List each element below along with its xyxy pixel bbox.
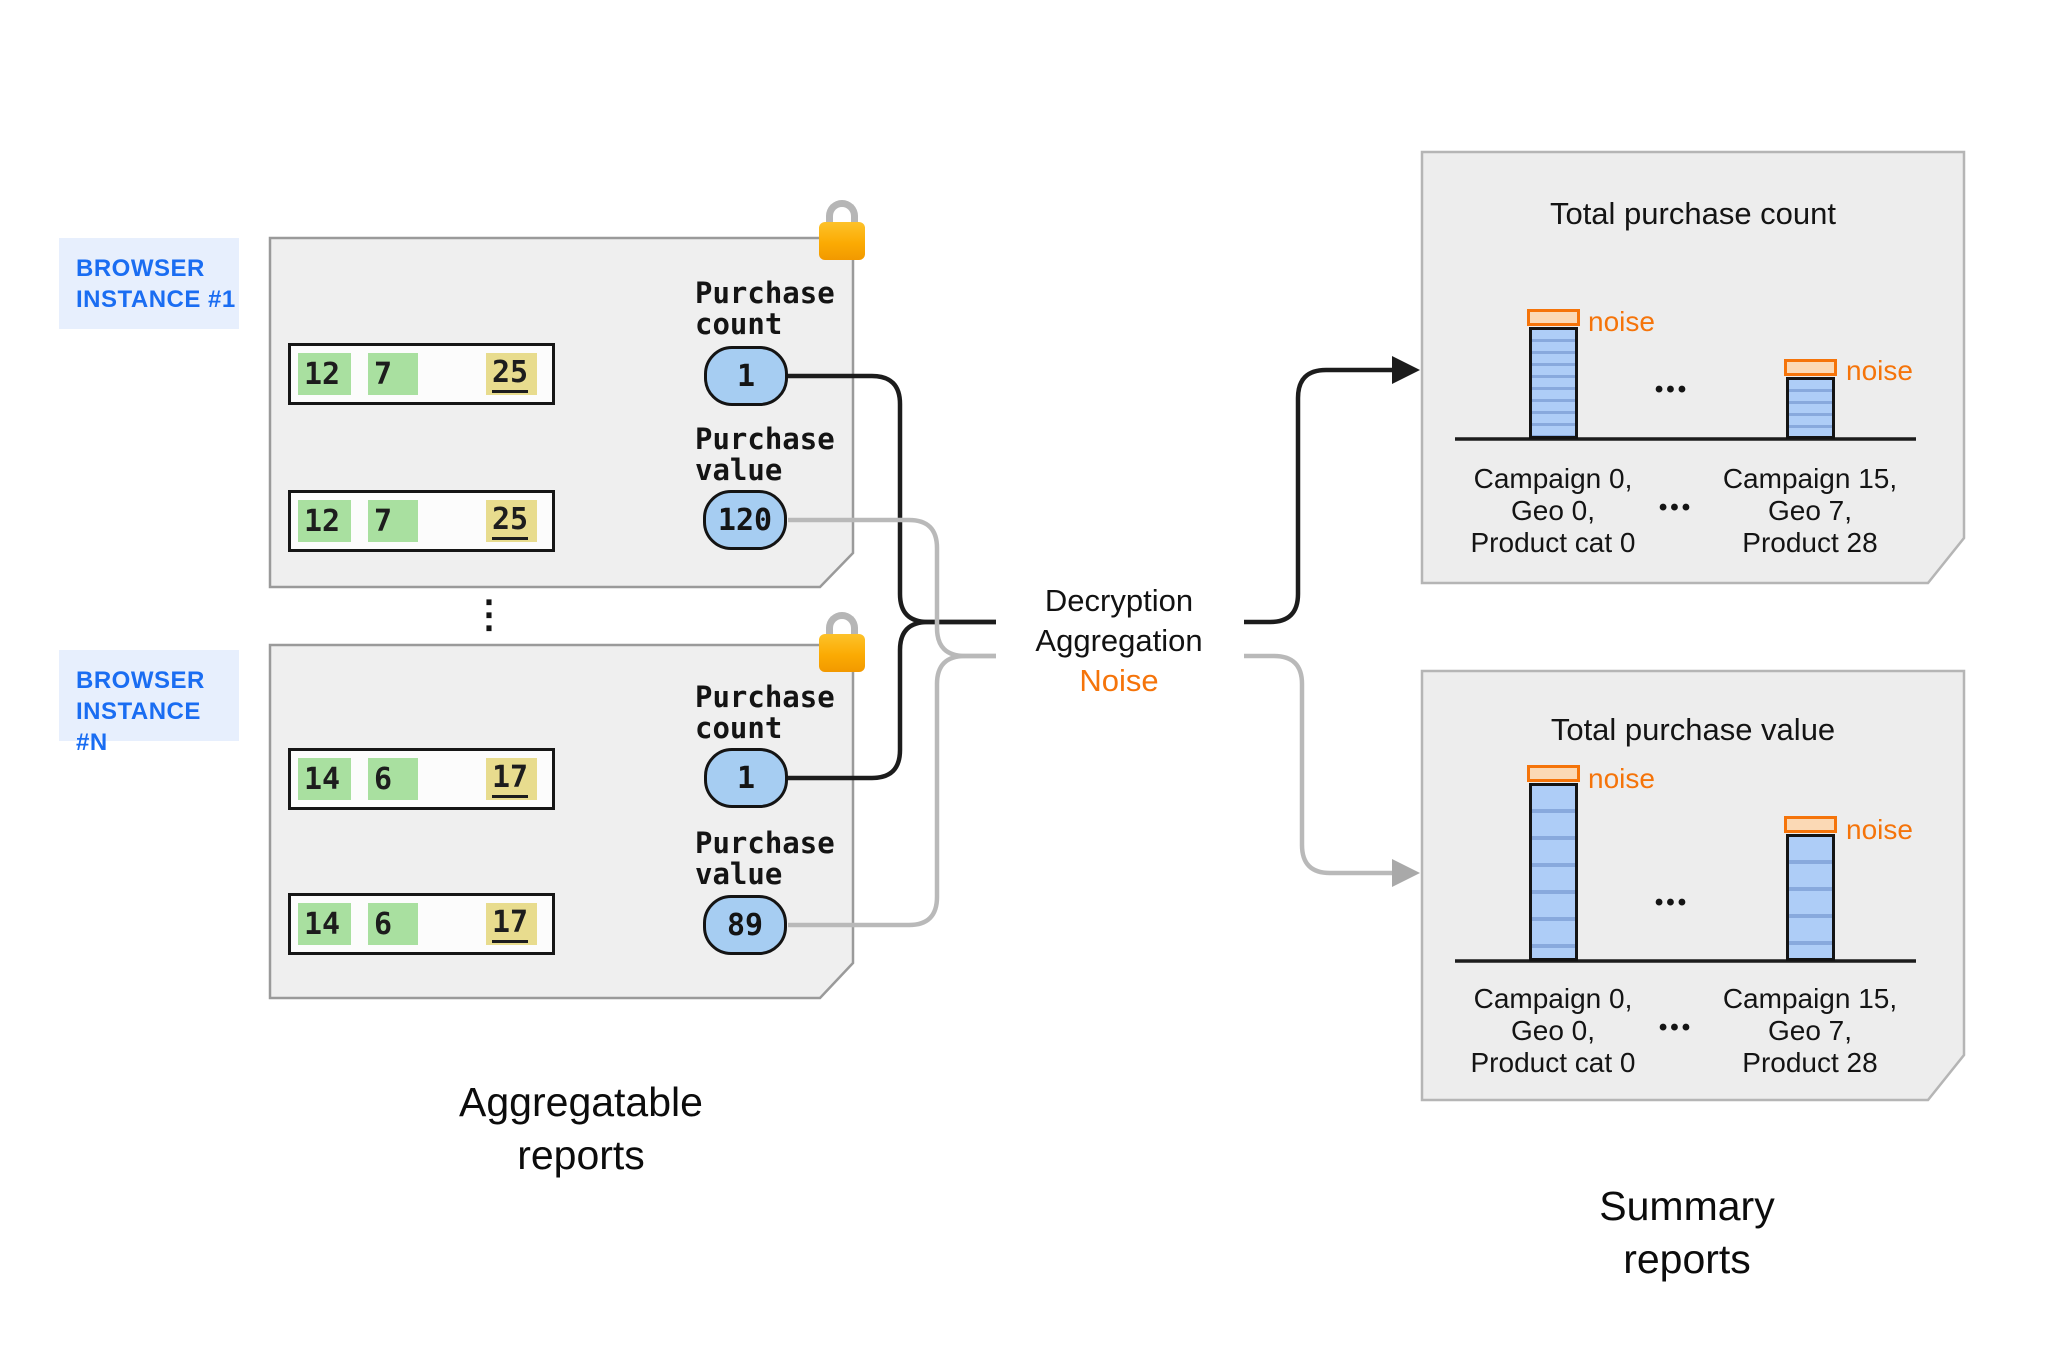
bucket-cell: 14 — [298, 903, 351, 945]
chart-title-count: Total purchase count — [1549, 196, 1837, 231]
bar — [1786, 834, 1835, 961]
browser-label-line: INSTANCE #1 — [76, 286, 236, 313]
purchase-count-label: Purchase count — [695, 680, 835, 745]
chart-title-value: Total purchase value — [1550, 712, 1836, 747]
bar-label-group: Campaign 15, Geo 7, Product 28 — [1722, 463, 1898, 558]
purchase-value-pill: 120 — [703, 490, 787, 550]
lock-shackle — [826, 200, 858, 233]
labels-ellipsis: ••• — [1658, 1014, 1694, 1041]
summary-box-count — [1420, 150, 1966, 585]
value-chart-plot — [1422, 671, 1964, 961]
noise-cap — [1784, 359, 1837, 376]
purchase-value-label: Purchase value — [695, 826, 835, 891]
connector-count-instance-1 — [788, 373, 996, 625]
aggregatable-reports-caption: Aggregatable reports — [459, 1079, 703, 1178]
noise-annotation: noise — [1588, 306, 1655, 337]
bucket-cell-sum: 25 — [486, 500, 537, 542]
bucket-cell-sum: 25 — [486, 353, 537, 395]
pipeline-step-aggregation: Aggregation — [1035, 623, 1203, 658]
purchase-count-label: Purchase count — [695, 276, 835, 341]
purchase-count-pill: 1 — [704, 346, 788, 406]
bar-label-group: Campaign 0, Geo 0, Product cat 0 — [1470, 463, 1636, 558]
bar — [1786, 377, 1835, 439]
connector-count-to-summary — [1244, 367, 1392, 625]
bucket-cell: 14 — [298, 758, 351, 800]
browser-label-line: BROWSER — [76, 255, 205, 282]
summary-reports-caption: Summary reports — [1599, 1183, 1775, 1282]
purchase-count-pill: 1 — [704, 748, 788, 808]
bucket-cell: 6 — [368, 903, 418, 945]
lock-body — [819, 222, 865, 260]
pipeline-step-decryption: Decryption — [1044, 583, 1194, 618]
contribution-row: 12 7 25 — [288, 490, 555, 552]
arrowhead-black — [1392, 356, 1420, 384]
bucket-cell: 7 — [368, 500, 418, 542]
connector-value-instance-n — [788, 653, 996, 928]
noise-cap — [1527, 765, 1580, 782]
pipeline-step-noise: Noise — [1079, 663, 1159, 698]
bucket-cell-sum: 17 — [486, 903, 537, 945]
browser-instance-n-label: BROWSER INSTANCE #N — [59, 650, 239, 756]
noise-annotation: noise — [1846, 814, 1913, 845]
browser-instance-1-label: BROWSER INSTANCE #1 — [59, 238, 239, 329]
contribution-row: 14 6 17 — [288, 893, 555, 955]
bucket-cell: 6 — [368, 758, 418, 800]
connector-value-instance-1 — [788, 517, 996, 659]
lock-icon — [819, 200, 865, 260]
bars-ellipsis: ••• — [1654, 376, 1690, 403]
bucket-cell-sum: 17 — [486, 758, 537, 800]
connector-value-to-summary — [1244, 653, 1392, 876]
lock-shackle — [826, 612, 858, 645]
connector-count-instance-n — [788, 619, 996, 781]
bucket-cell: 12 — [298, 353, 351, 395]
noise-annotation: noise — [1588, 763, 1655, 794]
browser-label-line: BROWSER — [76, 667, 205, 694]
count-chart-plot — [1422, 152, 1964, 439]
noise-cap — [1527, 309, 1580, 326]
pipeline-steps: Decryption Aggregation Noise — [979, 581, 1259, 701]
contribution-row: 12 7 25 — [288, 343, 555, 405]
arrowhead-gray — [1392, 859, 1420, 887]
noise-cap — [1784, 816, 1837, 833]
bucket-cell: 12 — [298, 500, 351, 542]
lock-icon — [819, 612, 865, 672]
labels-ellipsis: ••• — [1658, 494, 1694, 521]
purchase-value-pill: 89 — [703, 895, 787, 955]
lock-body — [819, 634, 865, 672]
bars-ellipsis: ••• — [1654, 889, 1690, 916]
purchase-value-label: Purchase value — [695, 422, 835, 487]
bar — [1529, 783, 1578, 961]
noise-annotation: noise — [1846, 355, 1913, 386]
bucket-cell: 7 — [368, 353, 418, 395]
vertical-ellipsis-icon: ⋮ — [470, 594, 508, 636]
contribution-row: 14 6 17 — [288, 748, 555, 810]
browser-label-line: INSTANCE #N — [76, 698, 201, 756]
bar-label-group: Campaign 0, Geo 0, Product cat 0 — [1470, 983, 1636, 1078]
bar-label-group: Campaign 15, Geo 7, Product 28 — [1722, 983, 1898, 1078]
bar — [1529, 327, 1578, 439]
